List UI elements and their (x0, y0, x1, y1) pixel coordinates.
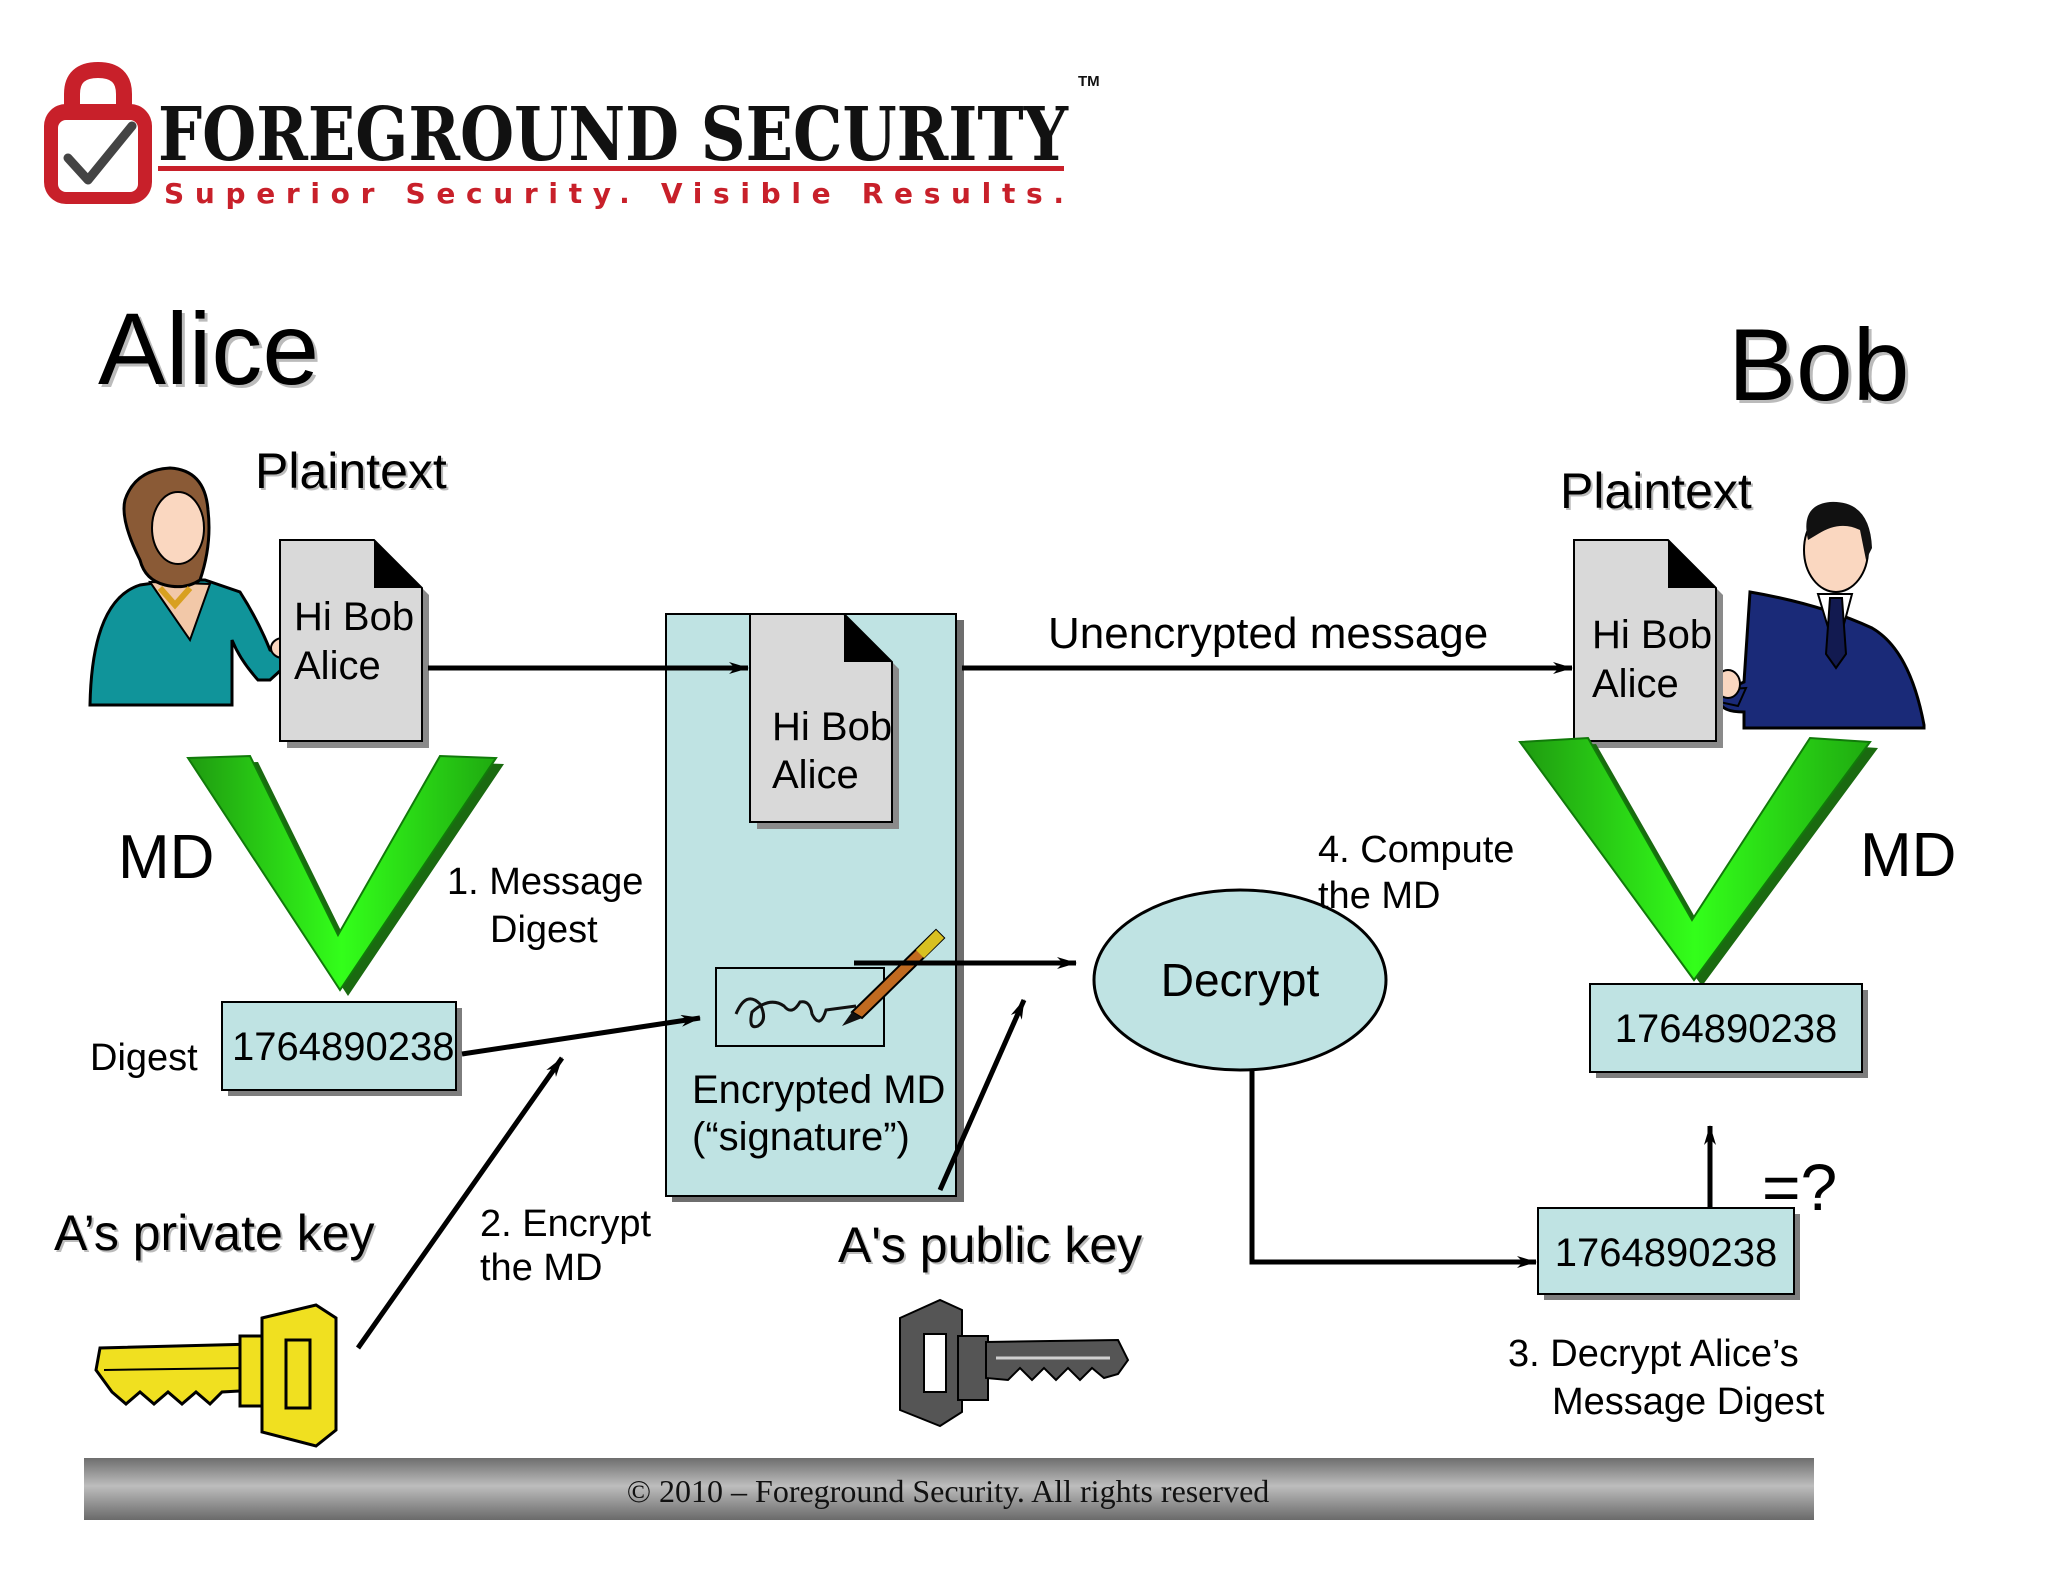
alice-digest-value: 1764890238 (232, 1025, 454, 1069)
compare-label: =? (1762, 1150, 1837, 1224)
digest-label: Digest (90, 1037, 198, 1079)
bob-computed-digest-box: 1764890238 (1589, 983, 1868, 1078)
logo-trademark: TM (1078, 73, 1100, 90)
bob-decrypted-digest-box: 1764890238 (1537, 1207, 1800, 1300)
signature-caption-line2: (“signature”) (692, 1115, 910, 1159)
left-md-arrow-icon (186, 754, 504, 996)
unencrypted-label: Unencrypted message (1048, 609, 1488, 658)
decrypt-label: Decrypt (1161, 954, 1320, 1006)
package-doc-line2: Alice (772, 753, 859, 797)
padlock-check-icon (44, 61, 152, 204)
md-label-bob: MD (1860, 821, 1956, 890)
step2-line1: 2. Encrypt (480, 1203, 652, 1245)
footer-bar: © 2010 – Foreground Security. All rights… (84, 1458, 1814, 1520)
step4-line1: 4. Compute (1318, 829, 1514, 871)
step4-line2: the MD (1318, 875, 1440, 917)
signed-message-package (665, 613, 964, 1202)
plaintext-label-alice: Plaintext (255, 443, 447, 499)
decrypt-process: Decrypt (1092, 888, 1388, 1072)
public-key-icon (899, 1298, 1130, 1428)
md-label-alice: MD (118, 823, 214, 892)
public-key-label: A's public key (838, 1217, 1142, 1273)
step2-line2: the MD (480, 1247, 602, 1289)
plaintext-label-bob: Plaintext (1560, 463, 1752, 519)
logo-tagline: Superior Security. Visible Results. (164, 177, 1064, 210)
company-logo: FOREGROUND SECURITY TM Superior Security… (44, 61, 1100, 210)
arrow-public-key-to-decrypt (937, 998, 1027, 1192)
footer-copyright: © 2010 – Foreground Security. All rights… (627, 1473, 1270, 1509)
pen-icon (842, 928, 946, 1026)
right-md-arrow-icon (1518, 736, 1878, 986)
private-key-icon (94, 1303, 338, 1448)
bob-title: Bob (1728, 308, 1910, 422)
package-doc-line1: Hi Bob (772, 705, 892, 749)
bob-avatar-icon (1708, 501, 1926, 730)
signature-caption-line1: Encrypted MD (692, 1068, 945, 1112)
flow-arrows (355, 662, 1716, 1350)
step1-line1: 1. Message (447, 861, 643, 903)
step1-line2: Digest (490, 909, 598, 951)
alice-title: Alice (98, 292, 319, 406)
logo-brand: FOREGROUND SECURITY (158, 92, 1069, 178)
step3-line2: Message Digest (1552, 1381, 1825, 1423)
alice-doc-line1: Hi Bob (294, 595, 414, 639)
step3-line1: 3. Decrypt Alice’s (1508, 1333, 1799, 1375)
alice-doc-line2: Alice (294, 644, 381, 688)
alice-plaintext-document: Hi Bob Alice (279, 539, 429, 748)
logo-underline (158, 166, 1064, 171)
arrow-private-key-to-encrypt (355, 1056, 565, 1350)
arrow-digest-to-signature (461, 1014, 701, 1057)
bob-decrypted-digest-value: 1764890238 (1555, 1231, 1777, 1275)
alice-digest-box: 1764890238 (221, 1001, 462, 1096)
arrow-decrypt-to-digest (1249, 1070, 1537, 1268)
bob-computed-digest-value: 1764890238 (1615, 1007, 1837, 1051)
bob-plaintext-document: Hi Bob Alice (1573, 539, 1723, 748)
alice-avatar-icon (88, 466, 296, 707)
private-key-label: A’s private key (54, 1205, 375, 1261)
bob-doc-line1: Hi Bob (1592, 613, 1712, 657)
bob-doc-line2: Alice (1592, 662, 1679, 706)
package-plaintext-document: Hi Bob Alice (749, 613, 899, 829)
